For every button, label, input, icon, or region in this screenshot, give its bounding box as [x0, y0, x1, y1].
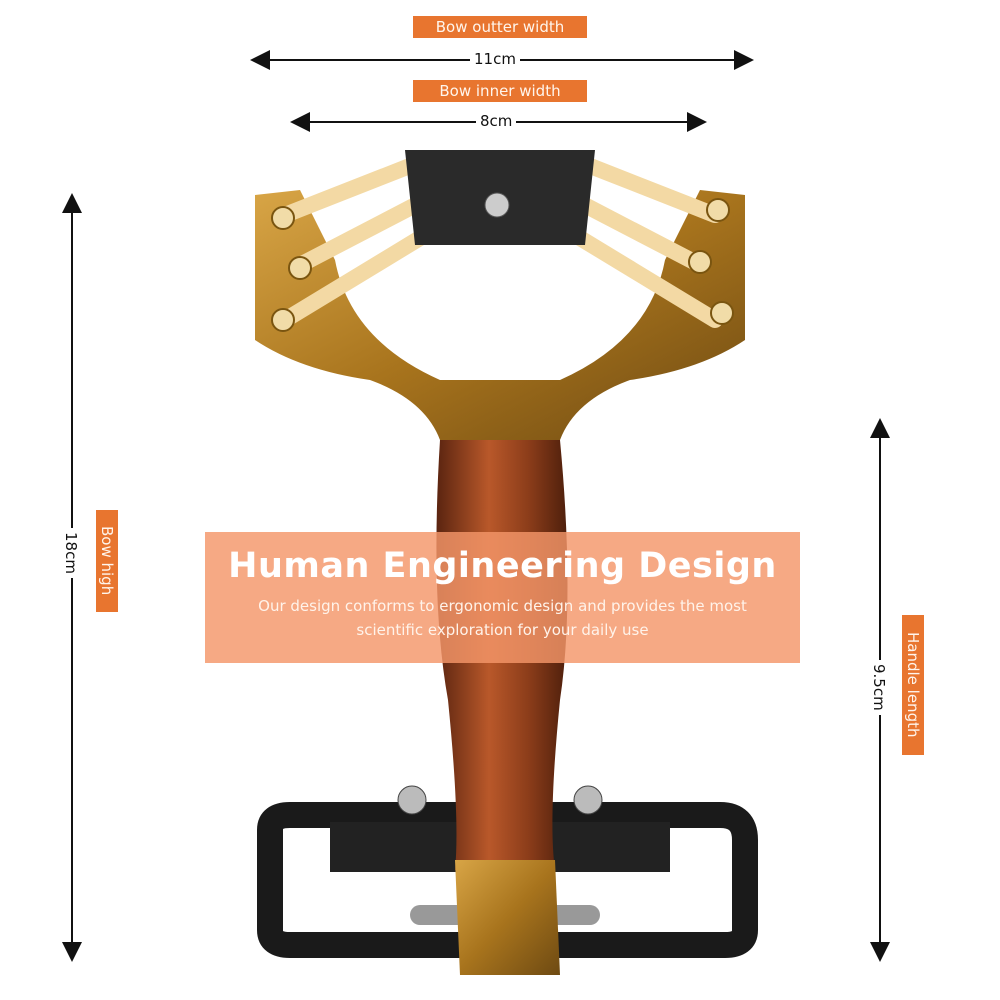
outer-width-value: 11cm [470, 50, 520, 68]
handle-length-label: Handle length [902, 615, 924, 755]
outer-width-label: Bow outter width [413, 16, 587, 38]
handle-cap [455, 860, 560, 975]
height-label: Bow high [96, 510, 118, 612]
feature-banner: Human Engineering Design Our design conf… [205, 532, 800, 663]
inner-width-value: 8cm [476, 112, 517, 130]
handle-length-value: 9.5cm [870, 660, 888, 715]
slingshot-frame [255, 190, 745, 440]
height-value: 18cm [62, 528, 80, 578]
steel-ball [484, 192, 510, 218]
banner-title: Human Engineering Design [228, 546, 777, 586]
banner-subtitle: Our design conforms to ergonomic design … [258, 597, 747, 639]
inner-width-label: Bow inner width [413, 80, 587, 102]
rubber-bands [277, 152, 723, 328]
